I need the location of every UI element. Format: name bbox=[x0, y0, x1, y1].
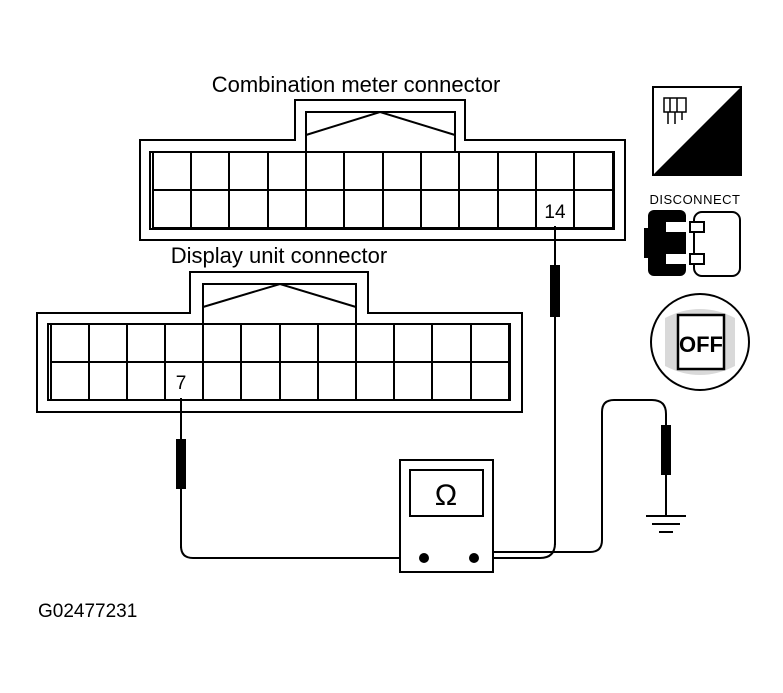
harness-side-icon bbox=[652, 86, 742, 176]
meter-terminal-right bbox=[469, 553, 479, 563]
pin-7-label: 7 bbox=[176, 373, 187, 394]
test-leads bbox=[180, 399, 667, 559]
figure-code: G02477231 bbox=[38, 601, 137, 622]
ignition-off-icon bbox=[650, 293, 750, 391]
probe-pin-7 bbox=[176, 398, 186, 548]
probe-ground bbox=[661, 425, 671, 515]
pin-14-label: 14 bbox=[544, 202, 566, 223]
ground-icon bbox=[646, 515, 686, 533]
combination-meter-title: Combination meter connector bbox=[212, 72, 501, 97]
meter-terminal-left bbox=[419, 553, 429, 563]
combination-meter-connector bbox=[139, 99, 626, 241]
display-unit-connector bbox=[36, 271, 523, 413]
hs-text: H.S. bbox=[688, 147, 731, 172]
off-text: OFF bbox=[679, 332, 723, 357]
disconnect-icon bbox=[644, 210, 741, 277]
ohmmeter bbox=[399, 459, 494, 573]
display-unit-title: Display unit connector bbox=[171, 243, 387, 268]
probe-pin-14 bbox=[550, 226, 560, 545]
disconnect-text: DISCONNECT bbox=[650, 192, 741, 207]
ohm-symbol: Ω bbox=[435, 479, 457, 512]
